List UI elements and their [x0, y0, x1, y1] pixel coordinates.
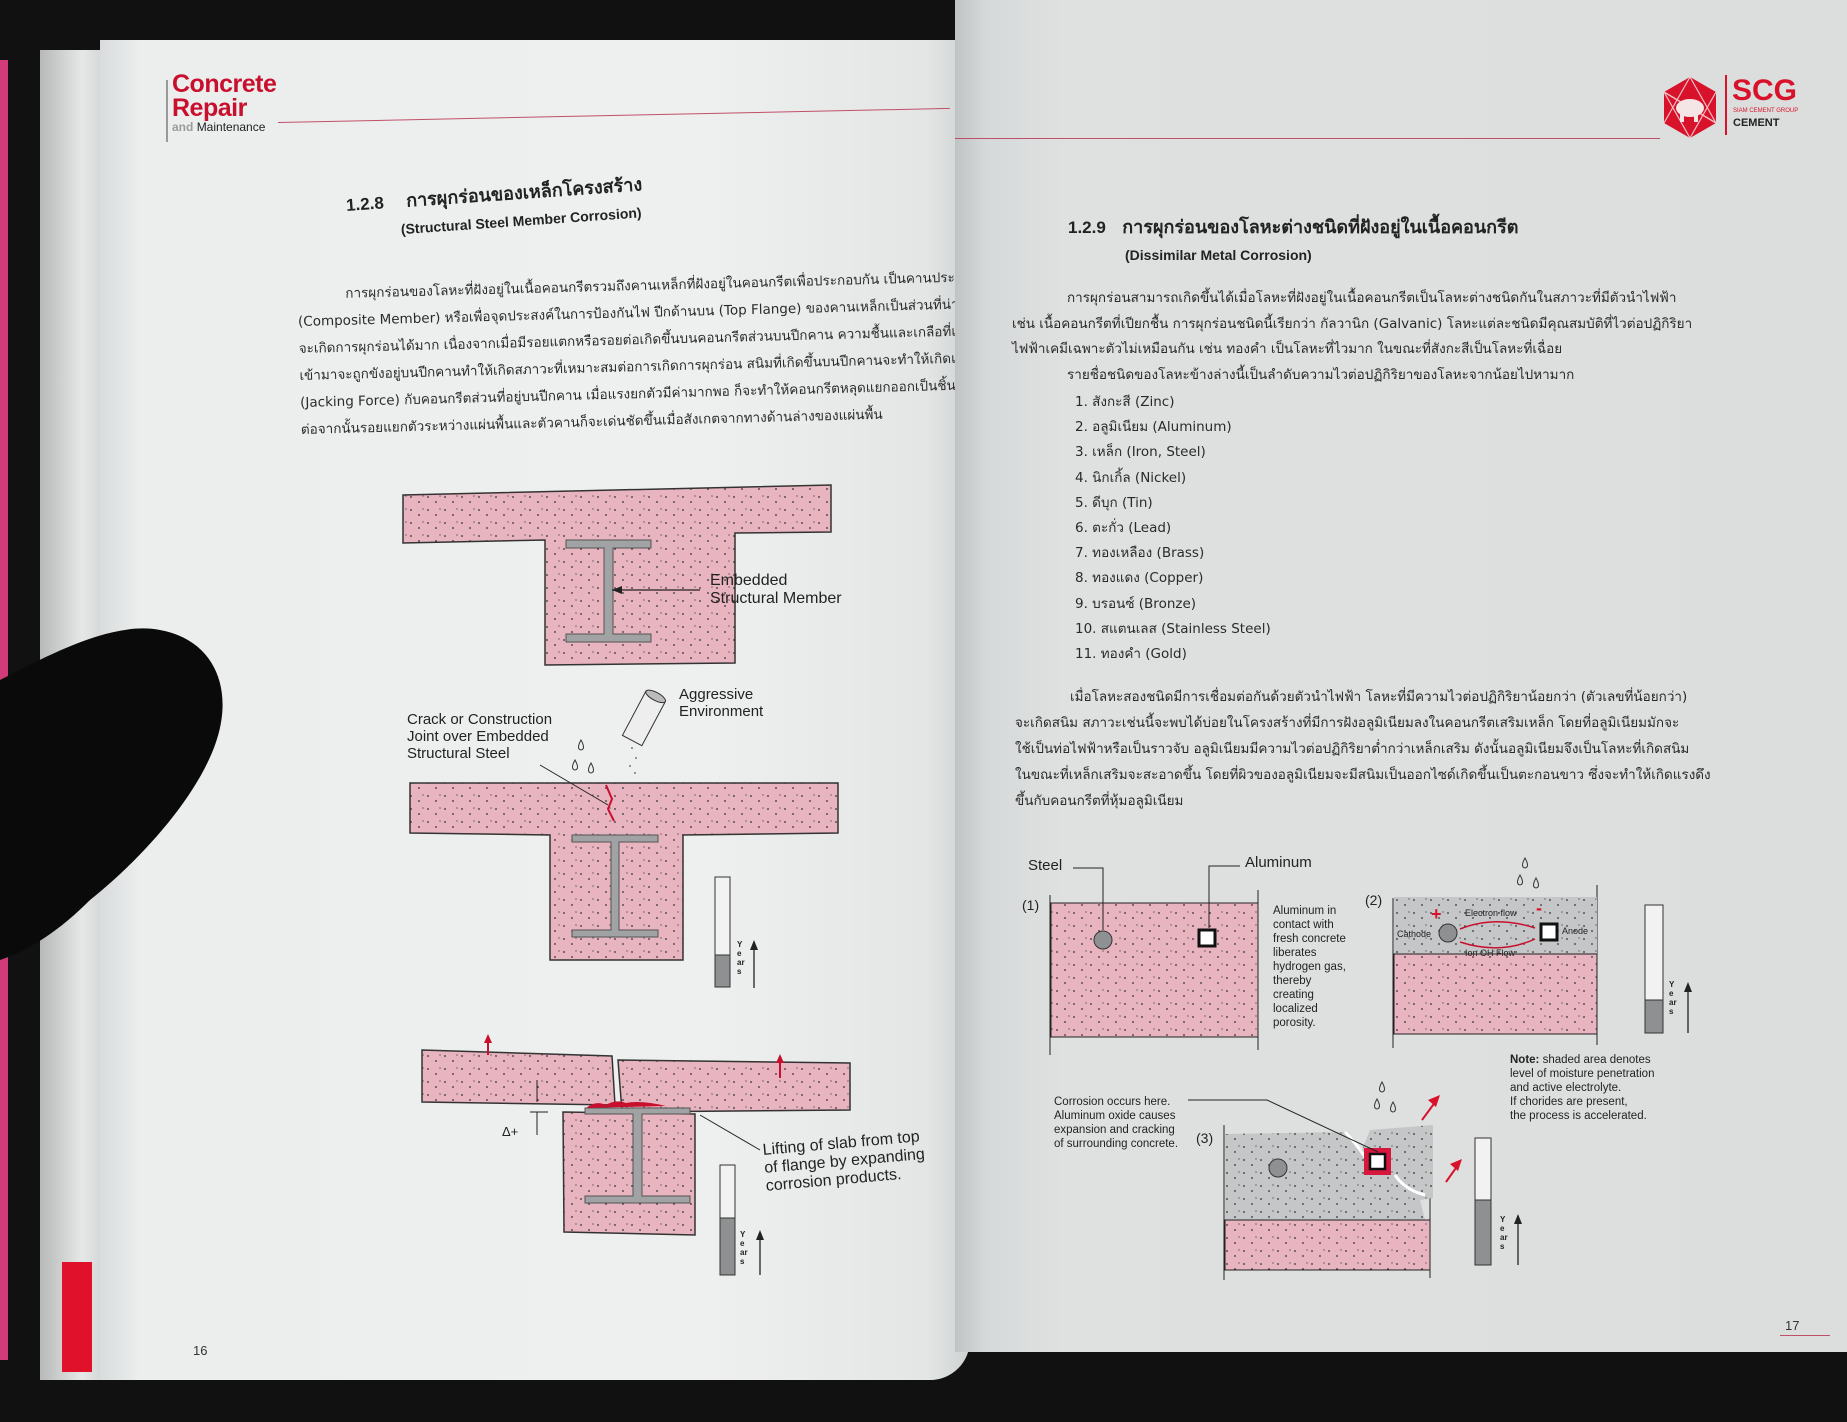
years-axis-label: Years — [1669, 980, 1677, 1016]
paragraph-line: จะเกิดสนิม สภาวะเช่นนี้จะพบได้บ่อยในโครง… — [1015, 715, 1680, 731]
logo-and: and — [172, 120, 194, 134]
aluminum-label: Aluminum — [1245, 854, 1312, 871]
header-rule — [955, 138, 1660, 139]
ion-flow-label: Ion OH Flow — [1465, 948, 1516, 958]
section-heading: 1.2.9 การผุกร่อนของโลหะต่างชนิดที่ฝังอยู… — [1068, 212, 1518, 263]
panel-2-galvanic-cell — [1392, 856, 1692, 1048]
logo-line2: Repair — [172, 94, 247, 122]
years-axis-label: Years — [737, 940, 745, 976]
page-number: 16 — [193, 1343, 208, 1358]
panel-1-label: (1) — [1022, 897, 1040, 913]
aggressive-environment-label: Aggressive Environment — [679, 686, 764, 720]
logo-rule — [166, 80, 168, 142]
water-drops-icon — [1517, 856, 1539, 889]
metal-list-item: 11. ทองคำ (Gold) — [1075, 646, 1187, 663]
metal-list-item: 3. เหล็ก (Iron, Steel) — [1075, 444, 1206, 461]
water-drops-icon — [572, 738, 594, 774]
right-page — [955, 0, 1847, 1352]
body-paragraph: การผุกร่อนสามารถเกิดขึ้นได้เมื่อโลหะที่ฝ… — [1012, 286, 1692, 388]
panel-1-fresh-concrete — [1049, 865, 1259, 1055]
metal-list-item: 4. นิกเกิ้ล (Nickel) — [1075, 469, 1187, 486]
electron-flow-label: Electron flow — [1465, 908, 1517, 918]
metal-list-item: 2. อลูมิเนียม (Aluminum) — [1075, 419, 1232, 436]
paragraph-line: ขึ้นกับคอนกรีตที่หุ้มอลูมิเนียม — [1015, 793, 1184, 809]
t-beam-crack — [409, 689, 839, 988]
t-beam-embedded-member — [402, 484, 832, 666]
page-number: 17 — [1785, 1318, 1800, 1333]
paragraph-line: ในขณะที่เหล็กเสริมจะสะอาดขึ้น โดยที่ผิวข… — [1015, 767, 1711, 783]
water-drops-icon — [1374, 1080, 1396, 1113]
aggressive-environment-container-icon — [621, 689, 667, 747]
metal-list-item: 6. ตะกั่ว (Lead) — [1075, 520, 1172, 537]
scg-logo: SCG SIAM CEMENT GROUP CEMENT — [1660, 75, 1798, 145]
tab-marker — [62, 1262, 92, 1372]
crack-label: Crack or Construction Joint over Embedde… — [407, 711, 553, 762]
logo-subtitle: Maintenance — [196, 120, 266, 134]
corrosion-label: Corrosion occurs here. Aluminum oxide ca… — [1054, 1096, 1179, 1150]
concrete-repair-logo: Concrete Repair and Maintenance — [172, 70, 277, 135]
metal-list-item: 5. ดีบุก (Tin) — [1075, 494, 1153, 511]
metal-list-item: 7. ทองเหลือง (Brass) — [1075, 545, 1205, 562]
footer-rule — [1780, 1335, 1830, 1336]
note-label: Note: — [1510, 1054, 1540, 1066]
section-title-en: (Dissimilar Metal Corrosion) — [1125, 247, 1312, 263]
moisture-note: Note: shaded area denotes level of moist… — [1510, 1053, 1654, 1123]
anode-label: Anode — [1562, 926, 1589, 936]
cathode-label: Cathode — [1397, 929, 1432, 939]
scg-division: CEMENT — [1733, 117, 1780, 129]
metal-list-item: 10. สแตนเลส (Stainless Steel) — [1075, 620, 1271, 637]
paragraph-line: รายชื่อชนิดของโลหะข้างล่างนี้เป็นลำดับคว… — [1067, 366, 1575, 383]
section-number: 1.2.9 — [1068, 218, 1106, 237]
paragraph-line: การผุกร่อนสามารถเกิดขึ้นได้เมื่อโลหะที่ฝ… — [1067, 290, 1677, 306]
steel-label: Steel — [1028, 857, 1063, 874]
metal-list-item: 8. ทองแดง (Copper) — [1075, 570, 1204, 587]
paragraph-line: เมื่อโลหะสองชนิดมีการเชื่อมต่อกันด้วยตัว… — [1070, 689, 1688, 705]
left-page — [100, 40, 970, 1380]
scg-brand: SCG — [1732, 74, 1798, 107]
panel-3-label: (3) — [1196, 1130, 1214, 1146]
plus-sign: + — [1431, 904, 1442, 924]
logo-line1: Concrete — [172, 70, 277, 98]
body-paragraph: เมื่อโลหะสองชนิดมีการเชื่อมต่อกันด้วยตัว… — [1015, 684, 1711, 814]
aluminum-note: Aluminum in contact with fresh concrete … — [1273, 905, 1346, 1029]
minus-sign: - — [1536, 898, 1542, 918]
panel-2-label: (2) — [1365, 892, 1383, 908]
hand-shadow — [0, 628, 223, 960]
embedded-member-label: Embedded Structural Member — [710, 572, 842, 607]
metal-reactivity-list: 1. สังกะสี (Zinc) 2. อลูมิเนียม (Aluminum… — [1075, 390, 1271, 667]
paragraph-line: ใช้เป็นท่อไฟฟ้าหรือเป็นราวจับ อลูมิเนียม… — [1015, 741, 1690, 757]
years-axis-label: Years — [1500, 1215, 1508, 1251]
scg-hexagon-elephant-icon — [1663, 76, 1717, 139]
section-title-th: การผุกร่อนของโลหะต่างชนิดที่ฝังอยู่ในเนื… — [1122, 217, 1519, 238]
delta-label: Δ+ — [502, 1124, 519, 1139]
scg-group: SIAM CEMENT GROUP — [1733, 108, 1799, 114]
t-beam-lifting — [421, 1034, 851, 1276]
panel-3-cracking — [1188, 1080, 1522, 1280]
metal-list-item: 9. บรอนซ์ (Bronze) — [1075, 595, 1197, 612]
paragraph-line: เช่น เนื้อคอนกรีตที่เปียกชื้น การผุกร่อน… — [1012, 315, 1693, 332]
paragraph-line: ไฟฟ้าเคมีเฉพาะตัวไม่เหมือนกัน เช่น ทองคำ… — [1012, 341, 1563, 357]
note-text: shaded area denotes level of moisture pe… — [1510, 1054, 1655, 1122]
years-axis-label: Years — [740, 1230, 748, 1266]
metal-list-item: 1. สังกะสี (Zinc) — [1075, 394, 1175, 410]
